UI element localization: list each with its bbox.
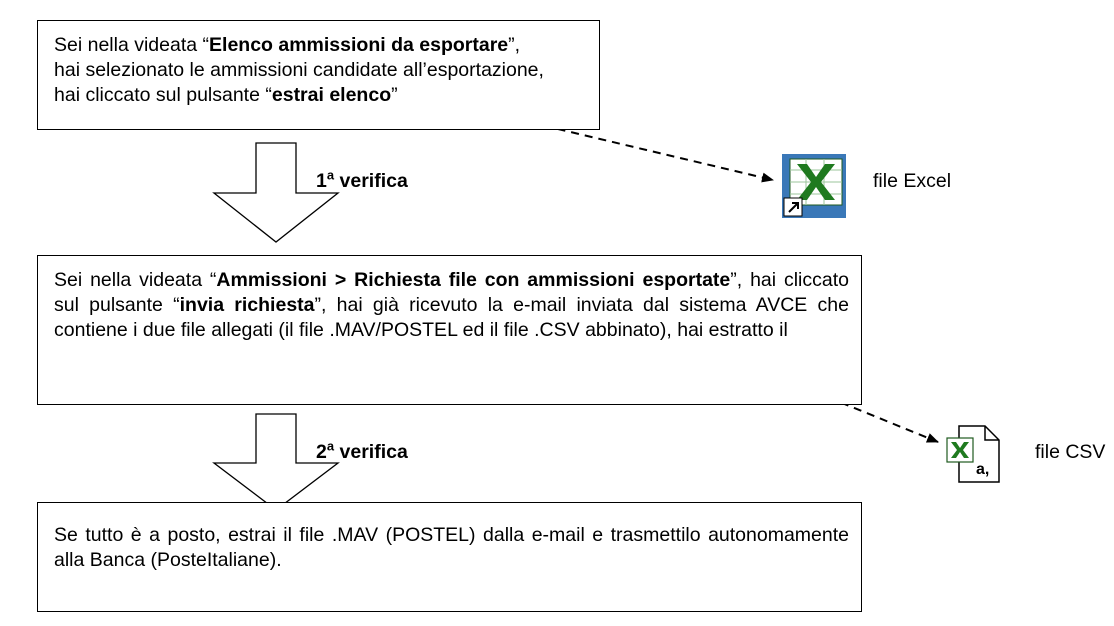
csv-glyph: a, [976,461,989,478]
text-segment: ”, hai già ricevuto la e-mail inviata da… [54,294,849,341]
step-box-text: Sei nella videata “Ammissioni > Richiest… [54,268,849,343]
text-segment: hai selezionato le ammissioni candidate … [54,59,544,81]
step-box-text: Se tutto è a posto, estrai il file .MAV … [54,523,849,573]
text-segment: Sei nella videata “ [54,34,210,56]
step-box-text: Sei nella videata “Elenco ammissioni da … [54,33,589,108]
step-word: verifica [339,441,408,463]
text-segment: Sei nella videata “ [54,269,217,291]
step-box-transmit: Se tutto è a posto, estrai il file .MAV … [37,502,862,612]
excel-shortcut-icon [782,154,846,218]
step-box-extract-list: Sei nella videata “Elenco ammissioni da … [37,20,600,130]
excel-file-label: file Excel [873,170,952,192]
verification-label-1: 1a verifica [316,167,408,193]
step-box-request-file: Sei nella videata “Ammissioni > Richiest… [37,255,862,405]
text-segment: ” [391,84,398,106]
emphasized-text: invia richiesta [179,294,315,316]
text-segment: ”, [508,34,521,56]
text-segment: Se tutto è a posto, estrai il file .MAV … [54,524,849,571]
verification-label-2: 2a verifica [316,438,408,464]
text-segment: hai cliccato sul pulsante “ [54,84,272,106]
flow-arrow-1 [212,142,340,243]
step-ordinal: a [326,167,335,183]
emphasized-text: estrai elenco [271,84,392,106]
flow-arrow-2 [212,413,340,511]
csv-file-icon: a, [946,425,1000,483]
emphasized-text: Ammissioni > Richiesta file con ammissio… [216,269,731,291]
step-word: verifica [339,170,408,192]
step-ordinal: a [326,438,335,454]
step-number: 1 [316,170,327,192]
step-number: 2 [316,441,327,463]
csv-file-label: file CSV [1035,441,1106,463]
text-segment: ”, hai cliccato sul pulsante “ [54,269,849,316]
emphasized-text: Elenco ammissioni da esportare [209,34,509,56]
